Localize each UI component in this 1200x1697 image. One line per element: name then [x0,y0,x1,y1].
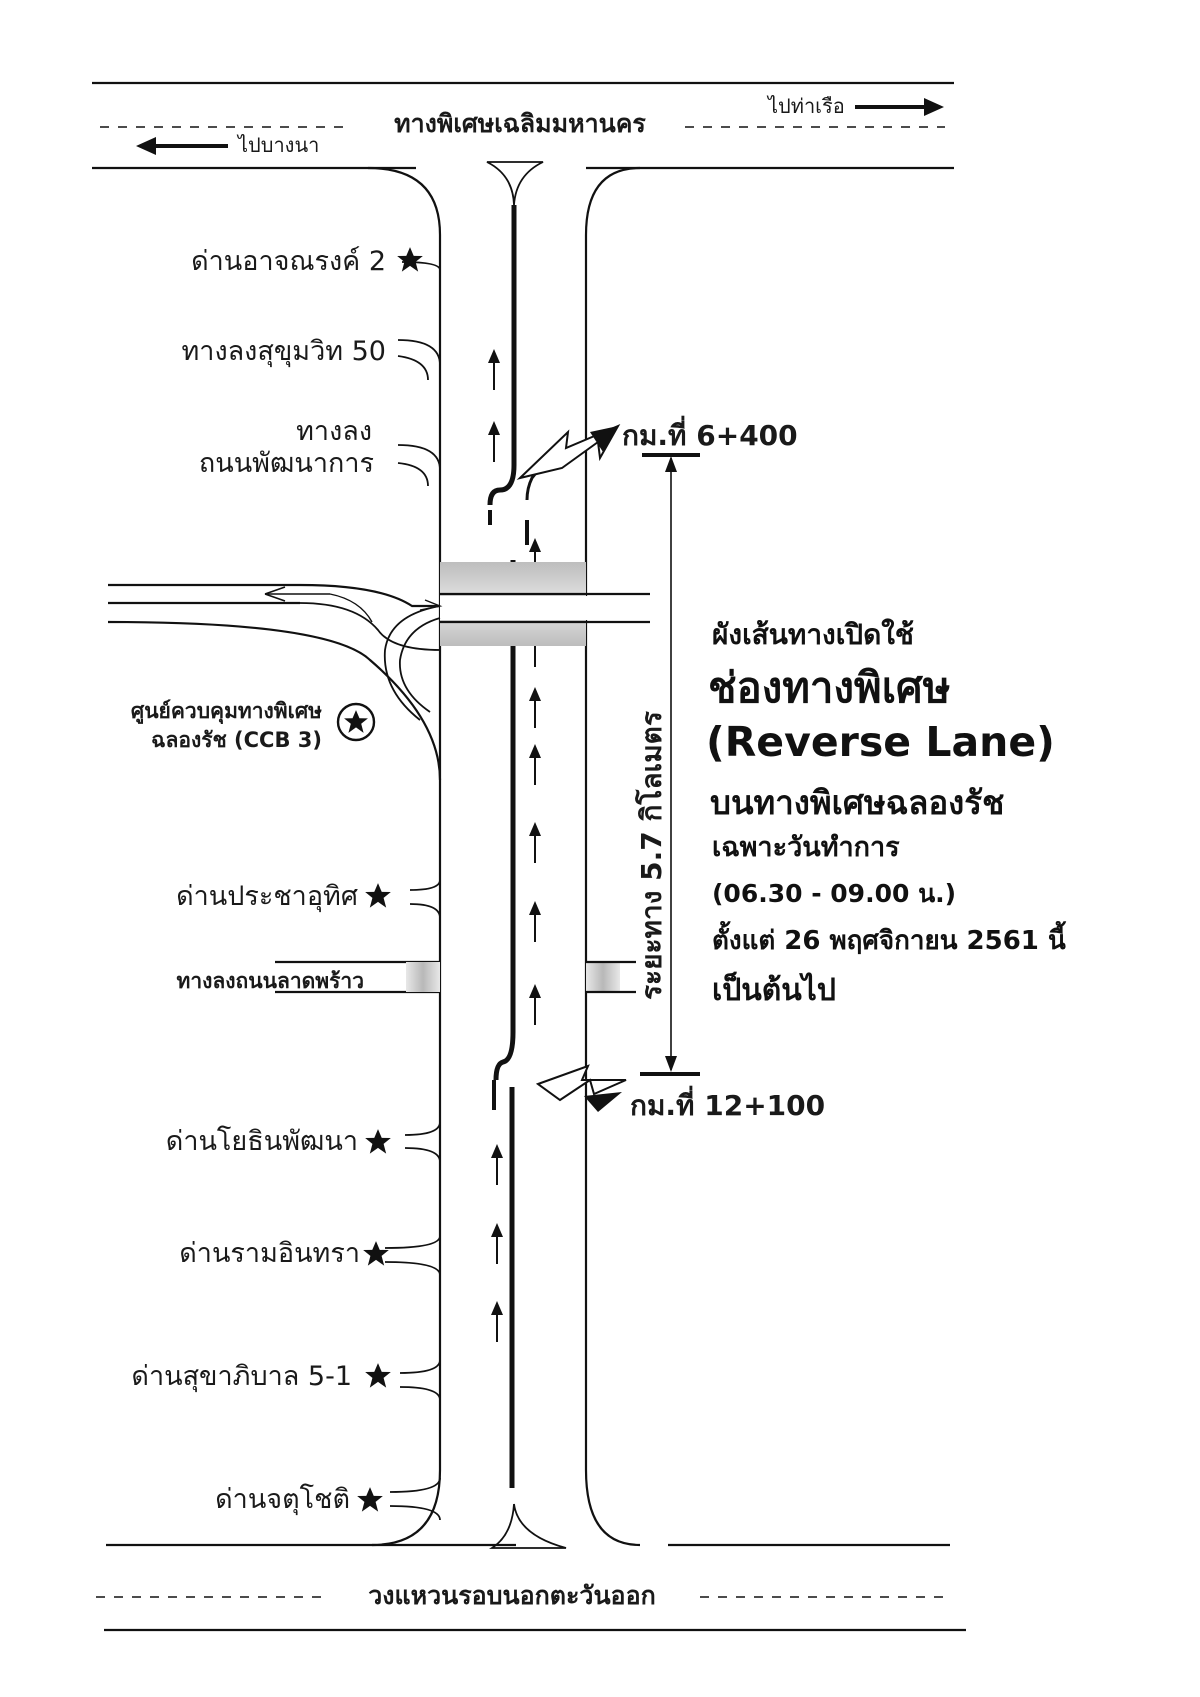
arrow-left-icon [136,137,228,155]
arrow-icon [490,1300,504,1343]
south-highway [96,1543,966,1632]
north-highway-name: ทางพิเศษเฉลิมมหานคร [394,109,646,138]
exit-sukhumvit50-label: ทางลงสุขุมวิท 50 [181,336,386,368]
arrow-icon [487,348,501,391]
direction-bangna-label: ไปบางนา [236,133,319,157]
toll-jatuchot-label: ด่านจตุโชติ [215,1484,350,1516]
info-line8: เป็นต้นไป [712,971,836,1008]
info-block: ผังเส้นทางเปิดใช้ ช่องทางพิเศษ (Reverse … [706,618,1067,1008]
arrow-icon [487,420,501,463]
circled-star-icon [336,702,376,742]
arrow-icon [490,1222,504,1265]
median-barrier [487,205,542,1488]
control-center-label-line1: ศูนย์ควบคุมทางพิเศษ [131,699,322,725]
direction-port-label: ไปท่าเรือ [766,94,845,118]
star-icon [397,247,423,272]
info-line7: ตั้งแต่ 26 พฤศจิกายน 2561 นี้ [712,920,1067,956]
info-line1: ผังเส้นทางเปิดใช้ [712,618,914,651]
toll-ramintra-label: ด่านรามอินทรา [179,1238,360,1269]
north-highway [92,81,954,170]
star-icon [365,1363,391,1388]
overpass-interchange [107,562,650,781]
left-ramps [384,261,441,1521]
arrow-icon [528,983,542,1026]
arrow-right-icon [855,98,944,116]
toll-prachauthit-label: ด่านประชาอุทิศ [176,881,358,913]
info-line2: ช่องทางพิเศษ [708,663,950,712]
arrow-icon [490,1143,504,1186]
arrow-icon [528,686,542,729]
toll-arjnarong-label: ด่านอาจณรงค์ 2 [191,245,386,277]
south-highway-name: วงแหวนรอบนอกตะวันออก [368,1581,655,1610]
expressway-left-edge [367,166,442,1547]
distance-dimension [665,456,677,1072]
info-line4: บนทางพิเศษฉลองรัช [710,783,1004,822]
km-south-label: กม.ที่ 12+100 [630,1085,825,1122]
km-pointer-south [535,1064,700,1112]
exit-pattanakarn-label-line1: ทางลง [296,416,372,447]
latphrao-crossing [275,960,636,994]
info-line5: เฉพาะวันทำการ [712,832,900,863]
info-line3: (Reverse Lane) [706,718,1055,766]
exit-latphrao-label: ทางลงถนนลาดพร้าว [177,969,364,993]
distance-label: ระยะทาง 5.7 กิโลเมตร [634,711,668,1000]
arrow-icon [528,743,542,786]
star-icon [365,1129,391,1154]
toll-sukhaphiban-label: ด่านสุขาภิบาล 5-1 [131,1361,352,1393]
exit-pattanakarn-label-line2: ถนนพัฒนาการ [199,448,374,479]
star-icon [357,1487,383,1512]
median-north-end [486,161,544,206]
toll-yothinpattana-label: ด่านโยธินพัฒนา [166,1126,358,1157]
star-icon [365,883,391,908]
star-icon [363,1241,389,1266]
expressway-right-edge [584,166,641,1547]
km-pointer-north [516,423,700,480]
arrow-icon [528,900,542,943]
km-north-label: กม.ที่ 6+400 [622,415,798,452]
control-center-label-line2: ฉลองรัช (CCB 3) [151,728,322,752]
info-line6: (06.30 - 09.00 น.) [712,879,956,908]
arrow-icon [528,821,542,864]
median-south-end [488,1503,567,1549]
